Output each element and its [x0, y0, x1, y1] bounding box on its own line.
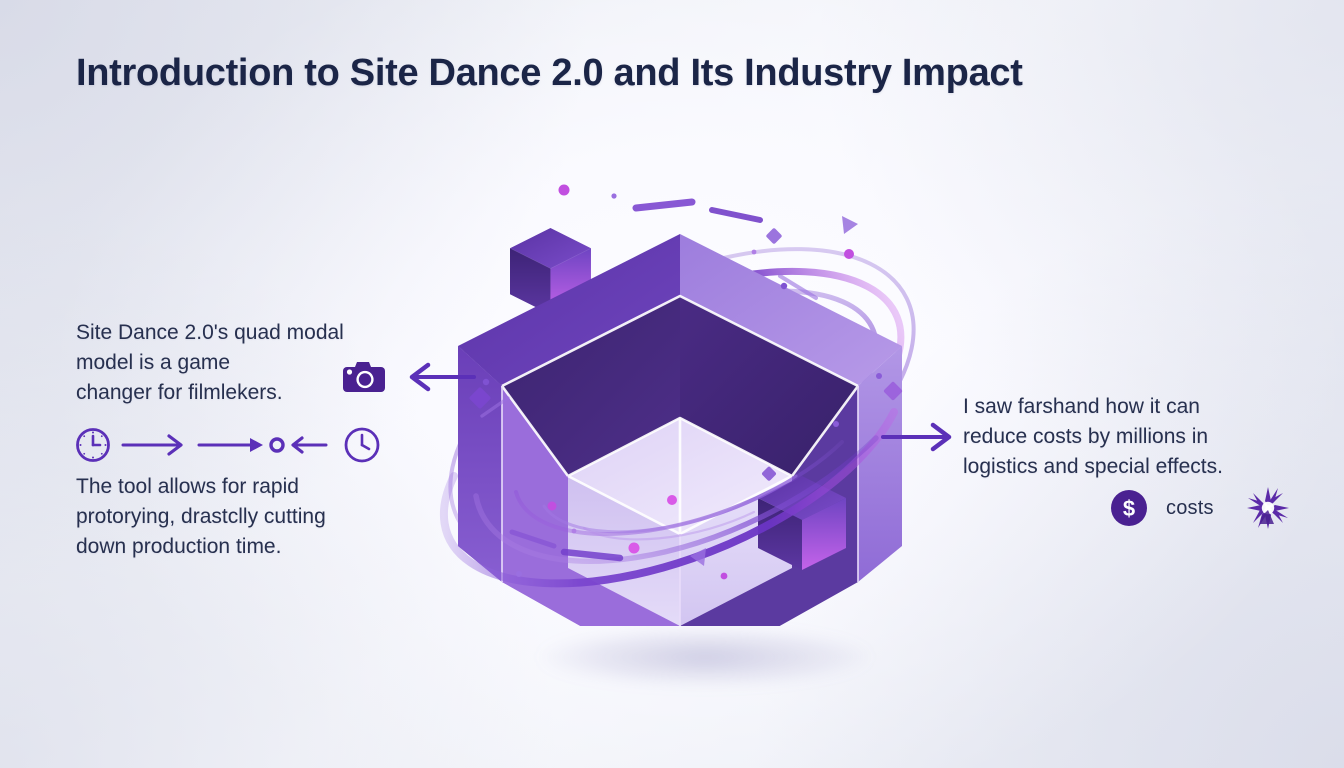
left-quote-1-line-2: model is a game [76, 351, 231, 374]
orbit-rings-front [439, 408, 898, 588]
left-quote-2-line-3: down production time. [76, 535, 282, 558]
arrow-right-icon [121, 434, 183, 456]
arrow-right-icon [881, 422, 952, 452]
dollar-icon: $ [1111, 490, 1147, 526]
arrow-left-icon [291, 436, 328, 454]
right-quote-1-line-1: I saw farshand how it can [963, 395, 1200, 418]
clock-icon [344, 427, 380, 463]
left-quote-1-line-3: changer for filmlekers. [76, 381, 283, 404]
orbit-particles [469, 184, 903, 580]
page-title: Introduction to Site Dance 2.0 and Its I… [76, 52, 1023, 94]
dollar-symbol: $ [1123, 496, 1135, 521]
left-quote-1-line-1: Site Dance 2.0's quad modal [76, 321, 344, 344]
right-quote-1-line-3: logistics and special effects. [963, 455, 1223, 478]
right-quote-1-line-2: reduce costs by millions in [963, 425, 1209, 448]
left-quote-2: The tool allows for rapid protorying, dr… [76, 472, 396, 562]
cube-ground-shadow [540, 628, 870, 686]
timeline-icon-row [76, 427, 380, 463]
costs-label: costs [1166, 496, 1214, 519]
right-quote-1: I saw farshand how it can reduce costs b… [963, 392, 1281, 482]
camera-icon [343, 362, 385, 392]
costs-indicator-row: $ costs [1110, 485, 1290, 531]
left-quote-2-line-1: The tool allows for rapid [76, 475, 299, 498]
left-quote-1: Site Dance 2.0's quad modal model is a g… [76, 318, 406, 408]
dot-icon [269, 437, 285, 453]
left-quote-2-line-2: protorying, drastclly cutting [76, 505, 326, 528]
burst-icon [1246, 487, 1289, 529]
orbit-dashes [480, 198, 818, 562]
clock-icon [76, 428, 110, 462]
isometric-cube-graphic [439, 184, 916, 626]
arrow-right-icon [197, 438, 263, 452]
arrow-left-icon [409, 362, 476, 392]
